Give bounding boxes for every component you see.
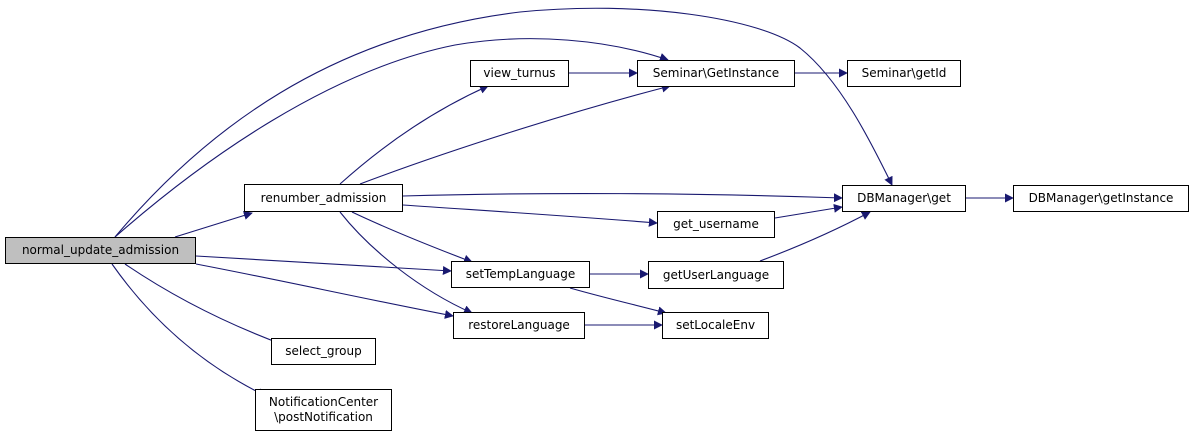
node-label: get_username xyxy=(673,217,759,231)
node-label-line2: \postNotification xyxy=(274,410,373,424)
edge-normal-update-admission-to-dbmanager-get xyxy=(114,7,893,238)
node-get-username[interactable]: get_username xyxy=(657,211,775,238)
node-seminar-getid[interactable]: Seminar\getId xyxy=(847,60,961,87)
edge-renumber-admission-to-seminar-getinstance xyxy=(359,83,671,185)
node-notificationcenter-postnotification[interactable]: NotificationCenter \postNotification xyxy=(255,389,392,431)
node-label: restoreLanguage xyxy=(468,318,570,332)
edge-renumber-admission-to-get-username xyxy=(402,204,658,227)
edge-getuserlanguage-to-dbmanager-get xyxy=(759,211,871,262)
node-label-line1: NotificationCenter xyxy=(268,395,379,409)
edge-renumber-admission-to-restorelanguage xyxy=(339,211,473,314)
node-setlocaleenv[interactable]: setLocaleEnv xyxy=(662,312,769,339)
edge-normal-update-admission-to-seminar-getinstance xyxy=(114,38,669,238)
edge-renumber-admission-to-settemplanguage xyxy=(351,211,473,264)
edge-normal-update-admission-to-select-group xyxy=(124,263,285,347)
node-label: renumber_admission xyxy=(260,190,387,205)
edge-renumber-admission-to-dbmanager-get xyxy=(402,192,843,203)
node-view-turnus[interactable]: view_turnus xyxy=(470,60,569,87)
node-seminar-getinstance[interactable]: Seminar\GetInstance xyxy=(637,60,795,87)
node-label: setTempLanguage xyxy=(465,267,576,281)
edge-normal-update-admission-to-notificationcenter-postnotification xyxy=(111,263,267,397)
node-label: view_turnus xyxy=(483,66,556,80)
edge-normal-update-admission-to-renumber-admission xyxy=(174,211,253,238)
edge-normal-update-admission-to-restorelanguage xyxy=(195,263,454,319)
edge-get-username-to-dbmanager-get xyxy=(774,203,843,219)
node-label: normal_update_admission xyxy=(21,243,180,257)
node-label: Seminar\GetInstance xyxy=(652,66,780,80)
node-restorelanguage[interactable]: restoreLanguage xyxy=(453,312,585,339)
node-renumber-admission[interactable]: renumber_admission xyxy=(244,184,403,212)
node-label: Seminar\getId xyxy=(861,66,947,80)
node-label: select_group xyxy=(285,344,362,358)
node-select-group[interactable]: select_group xyxy=(271,338,376,365)
node-label: DBManager\get xyxy=(857,191,951,205)
edge-normal-update-admission-to-settemplanguage xyxy=(195,255,452,276)
node-label: setLocaleEnv xyxy=(675,318,756,332)
edge-settemplanguage-to-setlocaleenv xyxy=(569,287,667,316)
node-getuserlanguage[interactable]: getUserLanguage xyxy=(648,261,784,289)
node-normal-update-admission: normal_update_admission xyxy=(5,237,196,264)
edge-renumber-admission-to-view-turnus xyxy=(339,85,489,185)
node-label: getUserLanguage xyxy=(662,267,770,282)
node-dbmanager-getinstance[interactable]: DBManager\getInstance xyxy=(1013,185,1189,212)
node-settemplanguage[interactable]: setTempLanguage xyxy=(451,261,590,288)
node-dbmanager-get[interactable]: DBManager\get xyxy=(842,185,966,212)
node-label: DBManager\getInstance xyxy=(1028,191,1174,205)
